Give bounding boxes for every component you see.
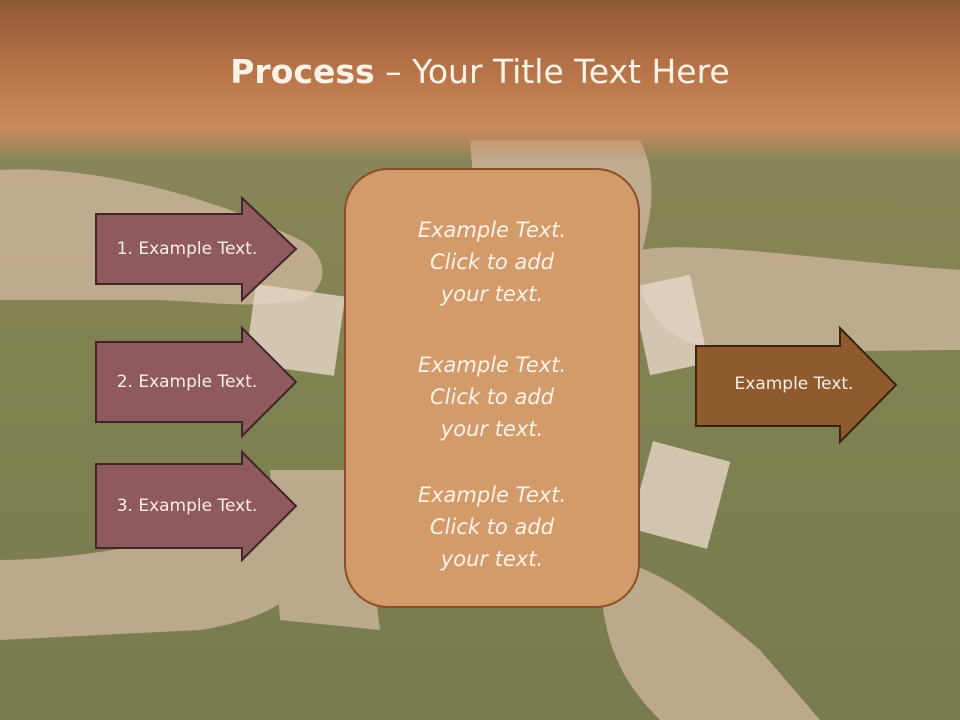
right-arrow[interactable] [694, 326, 900, 444]
left-arrow-1[interactable] [94, 196, 300, 302]
center-text-line: Example Text. [417, 353, 567, 377]
title-bold: Process [230, 52, 375, 91]
center-text-line: Click to add [429, 515, 554, 539]
center-text-line: your text. [440, 282, 544, 306]
title-banner [0, 0, 960, 160]
right-arrow-label: Example Text. [734, 374, 854, 394]
center-text-line: your text. [440, 417, 544, 441]
left-arrow-1-label: 1. Example Text. [116, 239, 258, 259]
left-arrow-2[interactable] [94, 326, 300, 438]
center-text-line: Click to add [429, 250, 554, 274]
slide-title[interactable]: Process – Your Title Text Here [0, 52, 960, 91]
left-arrow-3[interactable] [94, 450, 300, 562]
center-text-block-3: Example Text. Click to add your text. [346, 479, 638, 575]
center-text-block-1: Example Text. Click to add your text. [346, 214, 638, 310]
center-text-block-2: Example Text. Click to add your text. [346, 349, 638, 445]
center-text-line: Example Text. [417, 483, 567, 507]
left-arrow-3-label: 3. Example Text. [116, 496, 258, 516]
center-text-line: Click to add [429, 385, 554, 409]
left-arrow-2-label: 2. Example Text. [116, 372, 258, 392]
center-text-box[interactable]: Example Text. Click to add your text. Ex… [344, 168, 640, 608]
center-text-line: Example Text. [417, 218, 567, 242]
center-text-line: your text. [440, 547, 544, 571]
title-rest: – Your Title Text Here [374, 52, 730, 91]
